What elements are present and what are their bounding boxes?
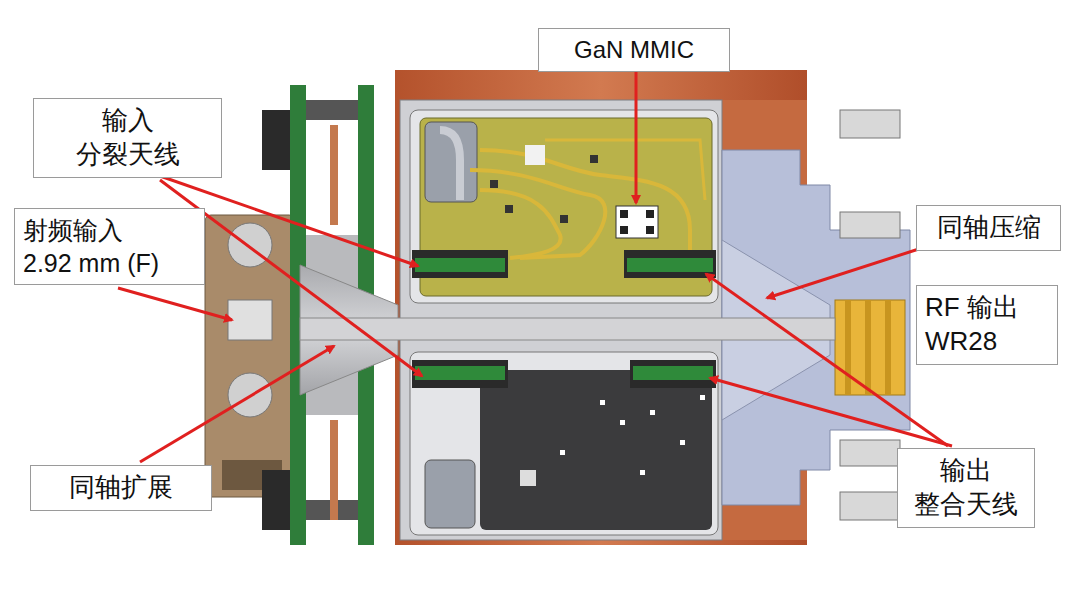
illustration-path xyxy=(545,140,705,200)
callout-box: GaN MMIC xyxy=(538,28,730,72)
illustration-rect xyxy=(330,420,338,520)
leader-arrows xyxy=(118,71,952,462)
illustration-rect xyxy=(228,300,272,340)
illustration-rect xyxy=(633,366,713,380)
illustration-rect xyxy=(412,360,508,388)
illustration-rect xyxy=(480,370,712,530)
illustration-rect xyxy=(620,420,625,425)
illustration-rect xyxy=(525,145,545,165)
illustration-rect xyxy=(627,258,713,272)
callout-box: 同轴扩展 xyxy=(30,465,212,511)
illustration-line xyxy=(710,378,952,446)
callout-label: 输出 整合天线 xyxy=(914,454,1018,522)
illustration-rect xyxy=(630,360,716,388)
illustration-rect xyxy=(520,470,536,486)
illustration-rect xyxy=(646,210,654,218)
illustration-path xyxy=(470,170,605,258)
illustration-rect xyxy=(410,110,718,303)
illustration-rect xyxy=(650,410,655,415)
illustration-rect xyxy=(840,212,900,238)
illustration-path xyxy=(480,150,690,258)
callout-box: RF 输出 WR28 xyxy=(916,285,1058,365)
illustration-rect xyxy=(412,250,508,278)
illustration-rect xyxy=(560,215,568,223)
illustration-rect xyxy=(330,125,338,225)
illustration-rect xyxy=(620,226,628,234)
callout-label: RF 输出 WR28 xyxy=(925,291,1037,359)
illustration-rect xyxy=(415,366,505,380)
center-coax xyxy=(300,318,835,340)
callout-label: 同轴压缩 xyxy=(937,211,1041,245)
left-connector xyxy=(205,215,295,497)
illustration-rect xyxy=(840,492,900,520)
callout-box: 输入 分裂天线 xyxy=(33,98,222,178)
illustration-path xyxy=(440,130,460,200)
illustration-rect xyxy=(680,440,685,445)
illustration-rect xyxy=(845,300,851,395)
callout-label: GaN MMIC xyxy=(574,34,694,65)
callout-box: 输出 整合天线 xyxy=(897,448,1035,528)
illustration-rect xyxy=(415,258,505,272)
illustration-rect xyxy=(600,400,605,405)
illustration-rect xyxy=(262,470,290,530)
illustration-rect xyxy=(646,226,654,234)
illustration-rect xyxy=(700,395,705,400)
illustration-rect xyxy=(840,110,900,138)
callout-label: 射频输入 2.92 mm (F) xyxy=(23,214,173,279)
illustration-rect xyxy=(835,300,905,395)
illustration-rect xyxy=(590,155,598,163)
illustration-line xyxy=(635,71,638,203)
illustration-rect xyxy=(300,318,835,340)
illustration-path xyxy=(480,190,561,258)
illustration-rect xyxy=(425,122,477,202)
bottom-pcb xyxy=(425,370,712,530)
illustration-rect xyxy=(620,210,628,218)
illustration-rect xyxy=(560,450,565,455)
illustration-rect xyxy=(262,110,290,170)
illustration-line xyxy=(140,346,334,462)
callout-label: 同轴扩展 xyxy=(69,471,173,505)
illustration-rect xyxy=(505,205,513,213)
illustration-rect xyxy=(306,100,358,120)
illustration-line xyxy=(767,247,925,298)
callout-label: 输入 分裂天线 xyxy=(76,104,180,172)
illustration-line xyxy=(118,288,232,320)
illustration-rect xyxy=(840,440,900,466)
illustration-rect xyxy=(425,460,475,528)
illustration-rect xyxy=(410,352,718,535)
gan-mmic-chip xyxy=(616,206,658,238)
bolts xyxy=(840,110,900,520)
illustration-rect xyxy=(624,250,716,278)
illustration-rect xyxy=(865,300,871,395)
illustration-rect xyxy=(490,180,498,188)
illustration-rect xyxy=(616,206,658,238)
illustration-rect xyxy=(885,300,891,395)
illustration-rect xyxy=(640,470,645,475)
illustration-rect xyxy=(205,215,295,497)
callout-box: 射频输入 2.92 mm (F) xyxy=(14,208,205,285)
callout-box: 同轴压缩 xyxy=(916,205,1061,251)
illustration-line xyxy=(706,274,948,446)
